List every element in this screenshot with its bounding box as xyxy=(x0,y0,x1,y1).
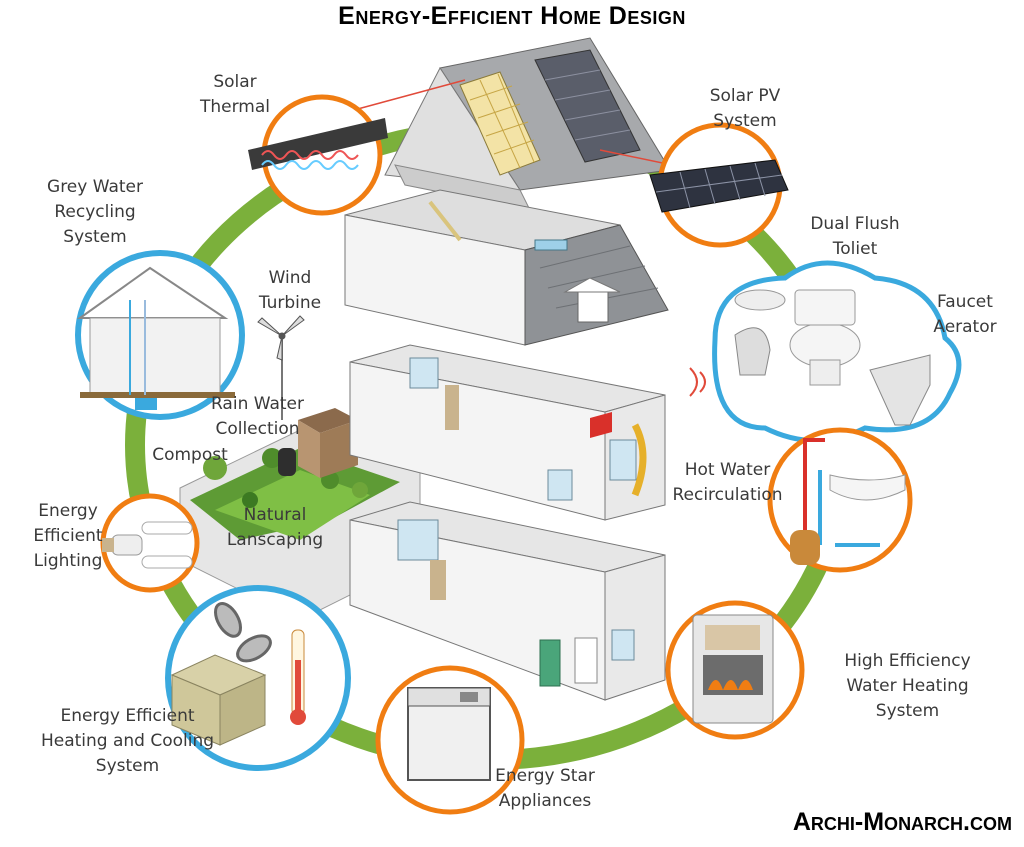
label-solar-thermal: Solar Thermal xyxy=(199,72,270,117)
label-rain-water: Rain Water Collection xyxy=(210,394,304,439)
solar-pv-bubble xyxy=(649,122,789,248)
label-grey-water: Grey Water Recycling System xyxy=(47,177,143,247)
garden-platform xyxy=(179,429,421,621)
label-lighting: Energy Efficient Lighting xyxy=(33,501,103,571)
lighting-bubble xyxy=(100,493,200,593)
attic-floor xyxy=(344,189,669,346)
label-faucet-aerator: Faucet Aerator xyxy=(933,292,997,337)
label-landscaping: Natural Lanscaping xyxy=(226,505,324,550)
label-compost: Compost xyxy=(152,445,228,465)
water-heater-bubble xyxy=(665,600,805,740)
ground-floor xyxy=(349,501,666,701)
dual-flush-faucet-bubble xyxy=(689,260,962,443)
wind-turbine xyxy=(257,315,305,420)
label-wind-turbine: Wind Turbine xyxy=(258,268,322,313)
label-water-heating: High Efficiency Water Heating System xyxy=(844,651,971,721)
label-appliances: Energy Star Appliances xyxy=(495,766,595,811)
label-dual-flush: Dual Flush Toliet xyxy=(810,214,900,259)
label-solar-pv: Solar PV System xyxy=(709,86,781,131)
watermark: Archi-Monarch.com xyxy=(792,808,1012,836)
roof-level xyxy=(279,37,721,211)
grey-water-bubble xyxy=(75,250,245,420)
hot-water-bubble xyxy=(767,427,913,573)
middle-floor xyxy=(349,344,666,521)
label-hvac: Energy Efficient Heating and Cooling Sys… xyxy=(40,706,215,776)
appliances-bubble xyxy=(375,665,525,815)
solar-thermal-bubble xyxy=(248,94,388,216)
label-hot-water: Hot Water Recirculation xyxy=(672,460,783,505)
rain-barrel-shed xyxy=(278,408,358,478)
page-title: Energy-Efficient Home Design xyxy=(338,2,686,30)
hvac-bubble xyxy=(165,585,351,771)
